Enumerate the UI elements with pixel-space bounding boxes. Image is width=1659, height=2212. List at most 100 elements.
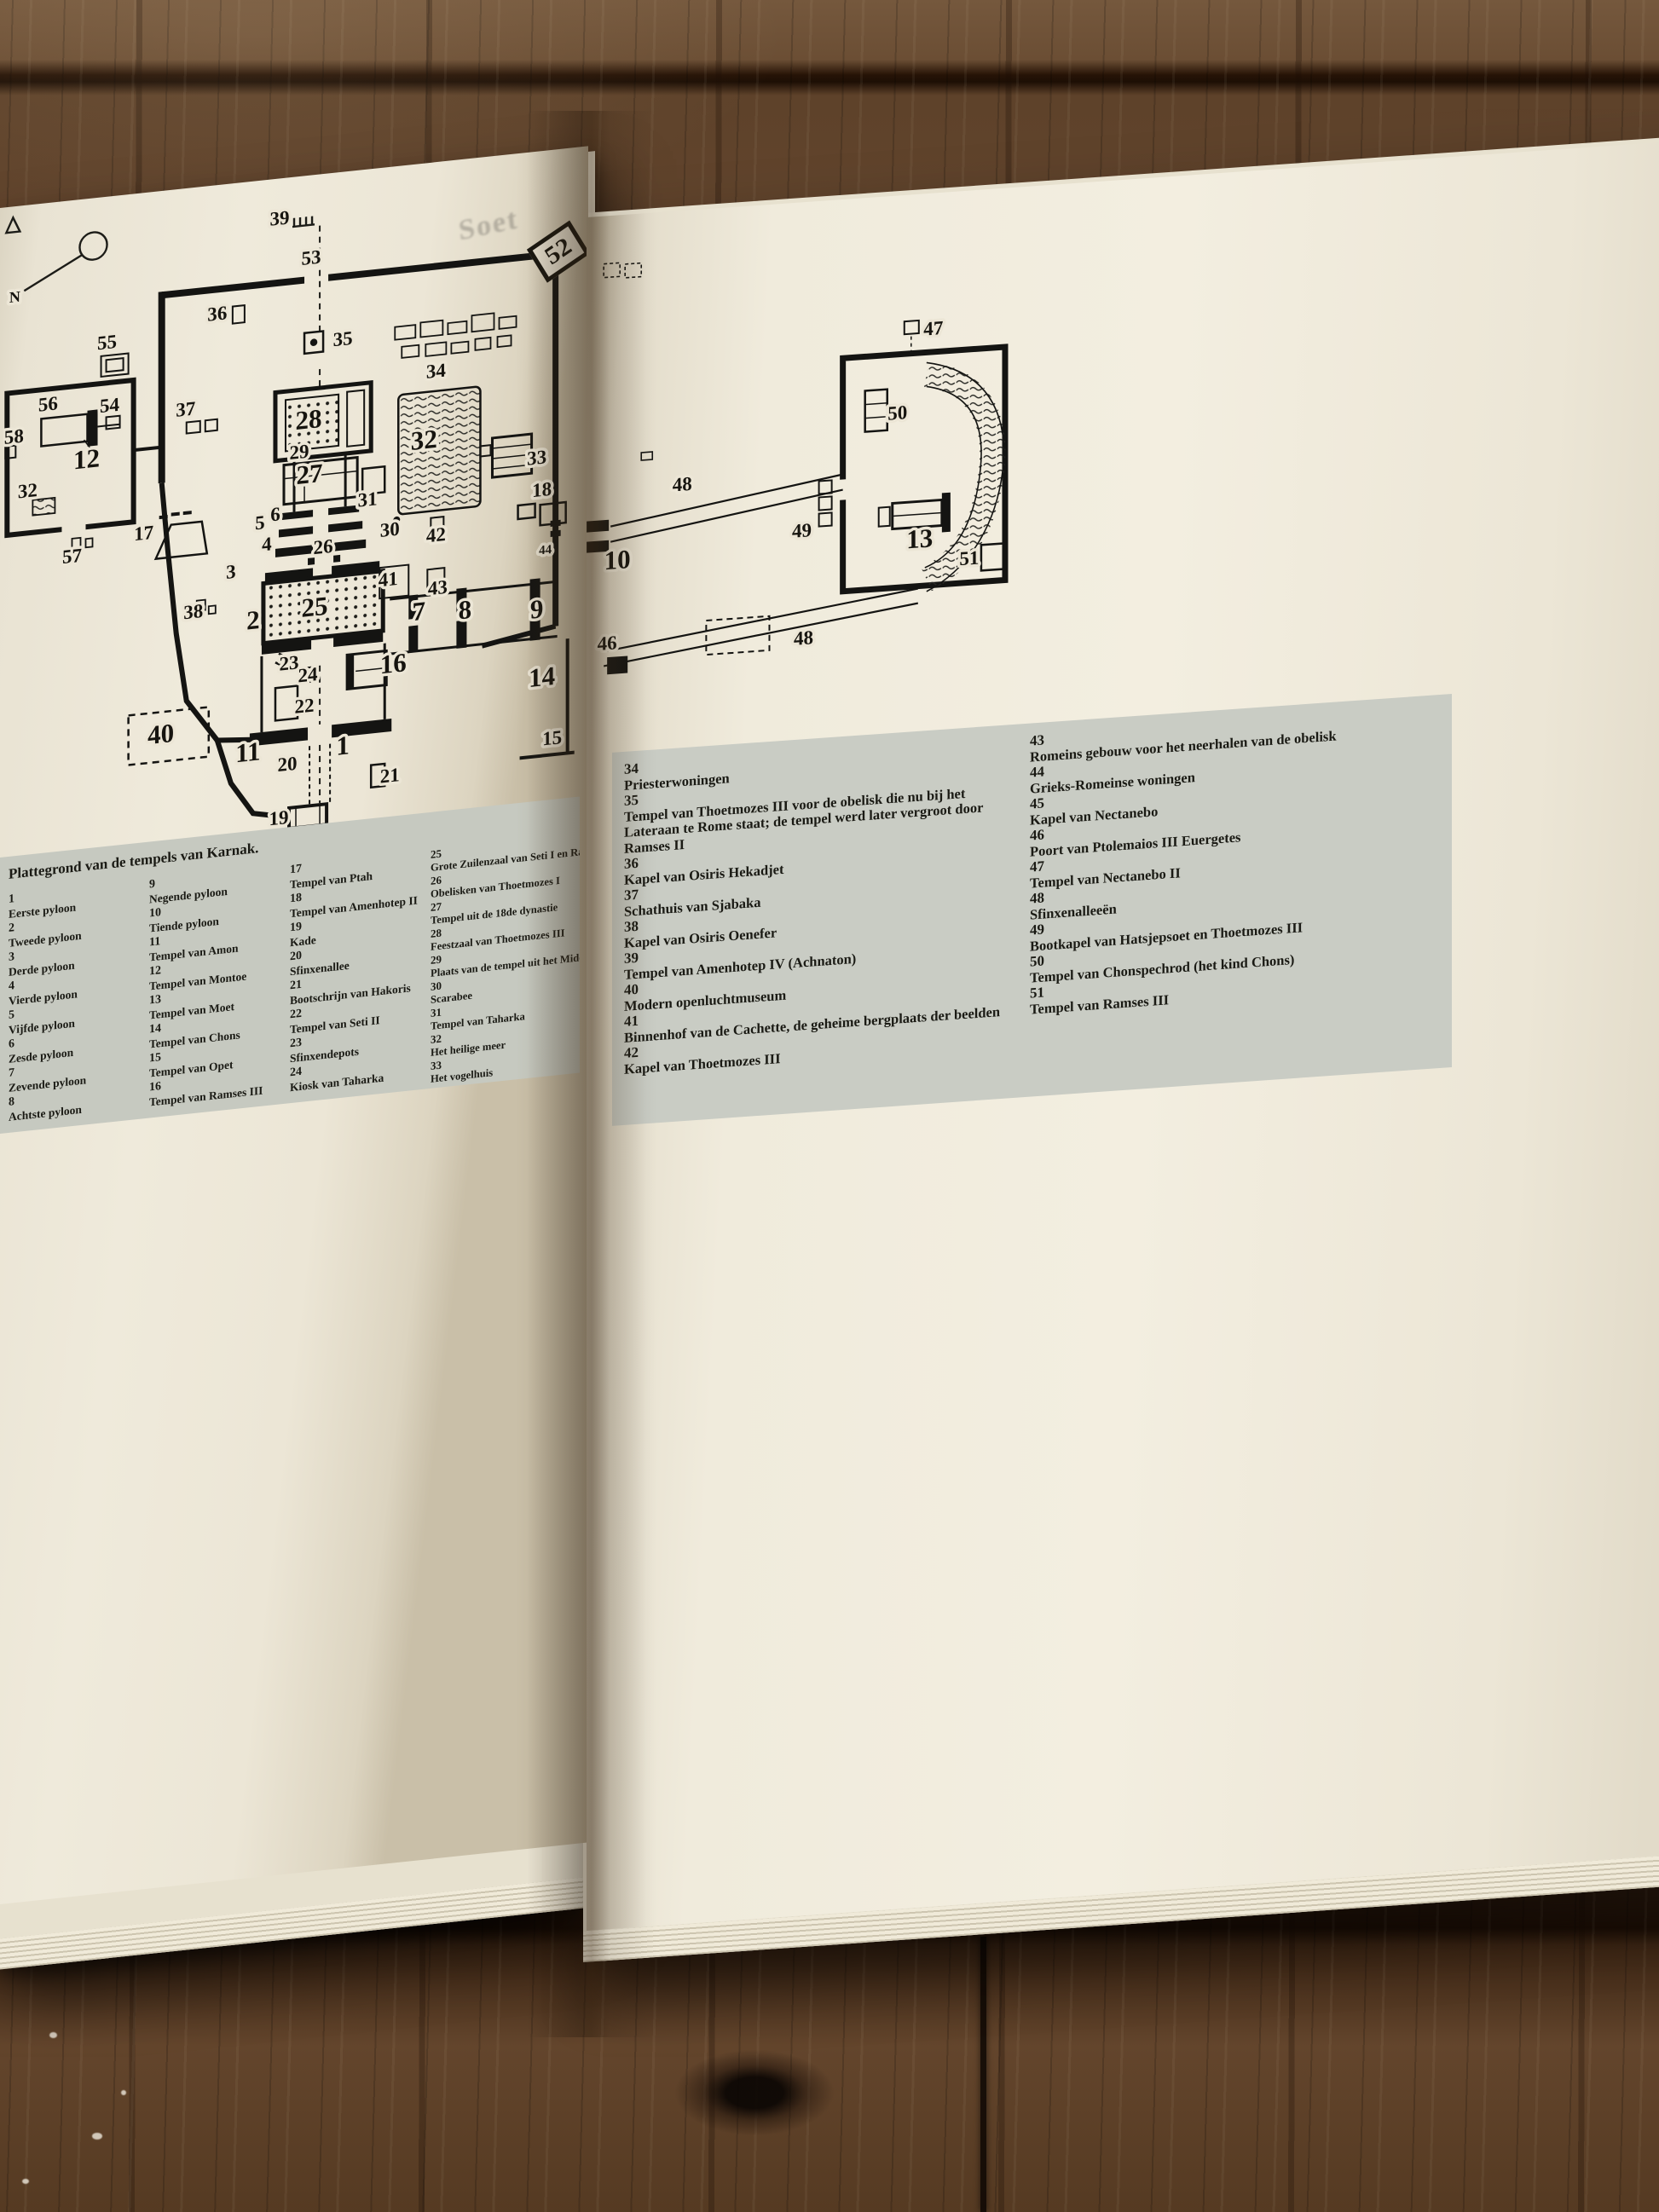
pylon-10-bars xyxy=(587,519,610,553)
karnak-map-west-half: 3953N55363534565458371228322927323331183… xyxy=(3,203,575,848)
map-label-43: 43 xyxy=(428,575,448,599)
map-label-39: 39 xyxy=(269,205,289,229)
map-label-46: 46 xyxy=(598,631,617,655)
map-label-6: 6 xyxy=(270,502,280,525)
map-label-37: 37 xyxy=(176,396,195,420)
map-label-8: 8 xyxy=(459,594,472,626)
map-label-53: 53 xyxy=(302,245,321,269)
isheru-lake xyxy=(921,361,1006,592)
map-label-42: 42 xyxy=(426,523,446,546)
map-label-31: 31 xyxy=(358,487,378,511)
map-label-57: 57 xyxy=(62,544,82,568)
temple-22-seti-ii xyxy=(274,684,299,722)
map-label-55: 55 xyxy=(97,330,117,354)
scarab-30 xyxy=(393,516,401,523)
small-structure xyxy=(640,451,654,461)
map-label-48: 48 xyxy=(794,626,813,650)
map-label-35: 35 xyxy=(333,326,353,350)
map-label-N: N xyxy=(9,288,20,306)
map-label-13: 13 xyxy=(906,523,933,554)
montu-precinct-12 xyxy=(4,377,136,539)
map-label-27: 27 xyxy=(297,458,323,490)
map-label-41: 41 xyxy=(379,567,398,591)
map-label-49: 49 xyxy=(792,518,812,542)
map-label-28: 28 xyxy=(296,403,322,436)
temple-17-ptah xyxy=(153,511,209,561)
temple-47 xyxy=(903,319,920,336)
pylon-bars xyxy=(249,505,561,747)
map-label-30: 30 xyxy=(380,517,400,541)
map-label-44: 44 xyxy=(539,543,552,558)
birdhouse-33 xyxy=(479,432,534,479)
chapel-35 xyxy=(303,330,325,355)
structure-57 xyxy=(71,536,94,552)
kiosk-24-taharka xyxy=(302,665,319,684)
map-label-15: 15 xyxy=(542,725,562,749)
map-label-22: 22 xyxy=(295,694,315,718)
avenue-structure xyxy=(705,615,771,656)
paint-fleck xyxy=(22,2179,29,2184)
wood-plank-seam xyxy=(980,1937,986,2212)
map-label-48: 48 xyxy=(673,472,692,496)
paint-fleck xyxy=(92,2133,102,2140)
temple-18 xyxy=(517,500,567,527)
map-label-32: 32 xyxy=(18,478,38,502)
ptolemy-gate-46 xyxy=(607,656,628,675)
isheru-lake-inner-edge xyxy=(924,385,982,569)
festival-hall-28 xyxy=(273,379,373,464)
paint-fleck xyxy=(121,2090,126,2095)
map-label-3: 3 xyxy=(226,560,236,583)
map-label-32: 32 xyxy=(411,424,437,456)
priest-houses-34 xyxy=(394,312,517,359)
map-label-47: 47 xyxy=(923,316,943,340)
structure-39 xyxy=(292,216,315,228)
map-label-23: 23 xyxy=(279,650,298,674)
map-label-24: 24 xyxy=(298,662,318,686)
map-label-5: 5 xyxy=(255,511,265,534)
map-label-36: 36 xyxy=(207,301,227,325)
isheru-lake-outer-edge xyxy=(926,361,1005,592)
cachette-court-41 xyxy=(379,563,410,600)
map-label-20: 20 xyxy=(277,752,297,776)
sphinx-avenues-48 xyxy=(604,473,918,667)
map-label-11: 11 xyxy=(235,736,260,768)
map-label-16: 16 xyxy=(380,647,407,679)
bark-shrine-21 xyxy=(369,762,386,789)
map-label-58: 58 xyxy=(4,424,24,448)
map-label-9: 9 xyxy=(530,593,544,625)
map-label-33: 33 xyxy=(527,445,546,469)
chapel-36 xyxy=(231,303,246,325)
structure-55 xyxy=(100,352,130,378)
map-label-7: 7 xyxy=(413,596,426,627)
map-label-40: 40 xyxy=(147,718,174,750)
sphinx-alley-20 xyxy=(309,743,332,805)
map-label-34: 34 xyxy=(426,359,446,383)
map-label-14: 14 xyxy=(529,661,555,693)
paint-fleck xyxy=(49,2032,57,2038)
house-outline-b xyxy=(624,262,643,279)
structure-58 xyxy=(4,444,17,460)
map-label-18: 18 xyxy=(532,477,552,501)
map-label-1: 1 xyxy=(336,730,350,761)
compass-north-arrow xyxy=(4,215,108,292)
map-label-2: 2 xyxy=(246,604,260,636)
temple-16-ramses-iii xyxy=(345,649,388,691)
map-label-29: 29 xyxy=(290,440,309,464)
temple-31 xyxy=(361,465,386,496)
map-label-56: 56 xyxy=(38,391,58,415)
structure-38 xyxy=(195,598,217,615)
map-label-25: 25 xyxy=(302,591,328,623)
hypostyle-hall-25 xyxy=(261,568,385,646)
